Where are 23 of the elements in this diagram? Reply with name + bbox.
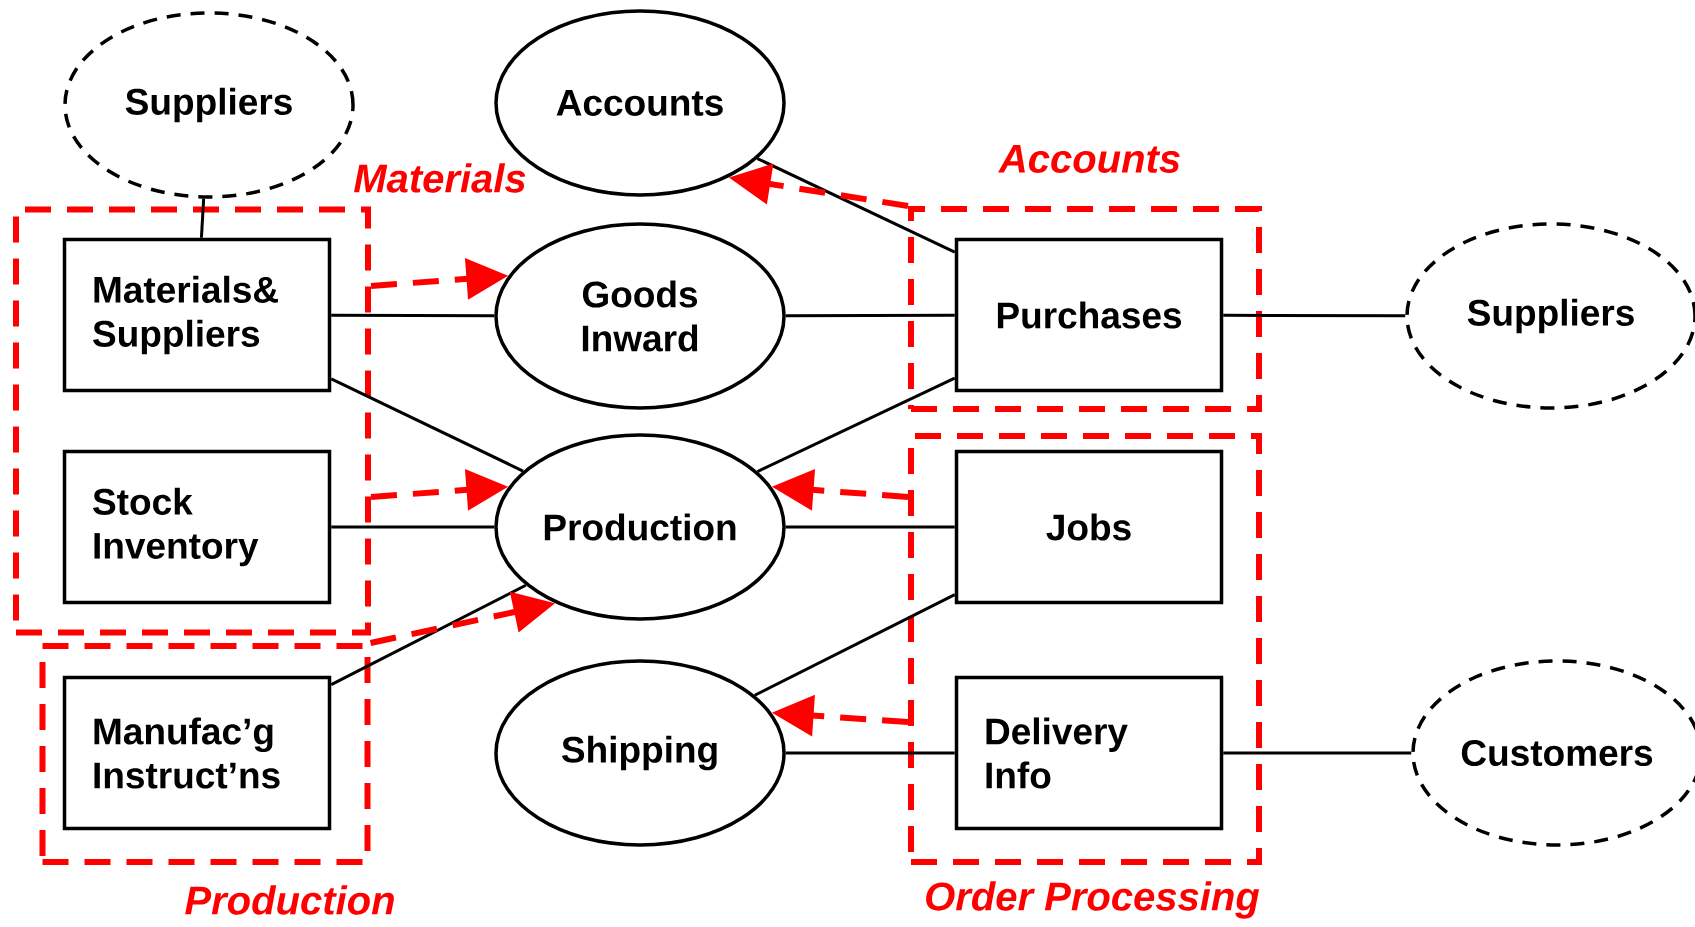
data-box: Manufac’g Instruct’ns xyxy=(62,675,332,831)
data-box: Delivery Info xyxy=(954,675,1224,831)
group-label: Materials xyxy=(354,163,526,193)
group-label: Accounts xyxy=(998,145,1180,173)
connector-line xyxy=(756,157,956,254)
connector-line xyxy=(199,198,206,238)
connector-line xyxy=(754,593,956,697)
connector-line xyxy=(330,583,527,686)
connector-line xyxy=(331,525,495,529)
group-label: Order Processing xyxy=(926,881,1260,919)
connector-line xyxy=(756,376,956,473)
connector-line xyxy=(785,751,955,755)
connector-line xyxy=(1223,751,1412,755)
connector-line xyxy=(1223,313,1406,318)
data-box: Purchases xyxy=(954,237,1224,393)
data-box: Jobs xyxy=(954,449,1224,605)
group-label: Production xyxy=(185,885,394,915)
connector-line xyxy=(330,377,524,473)
data-box: Materials& Suppliers xyxy=(62,237,332,393)
connector-line xyxy=(785,525,955,529)
connector-line xyxy=(785,313,955,318)
connector-line xyxy=(331,313,495,318)
data-box: Stock Inventory xyxy=(62,449,332,605)
